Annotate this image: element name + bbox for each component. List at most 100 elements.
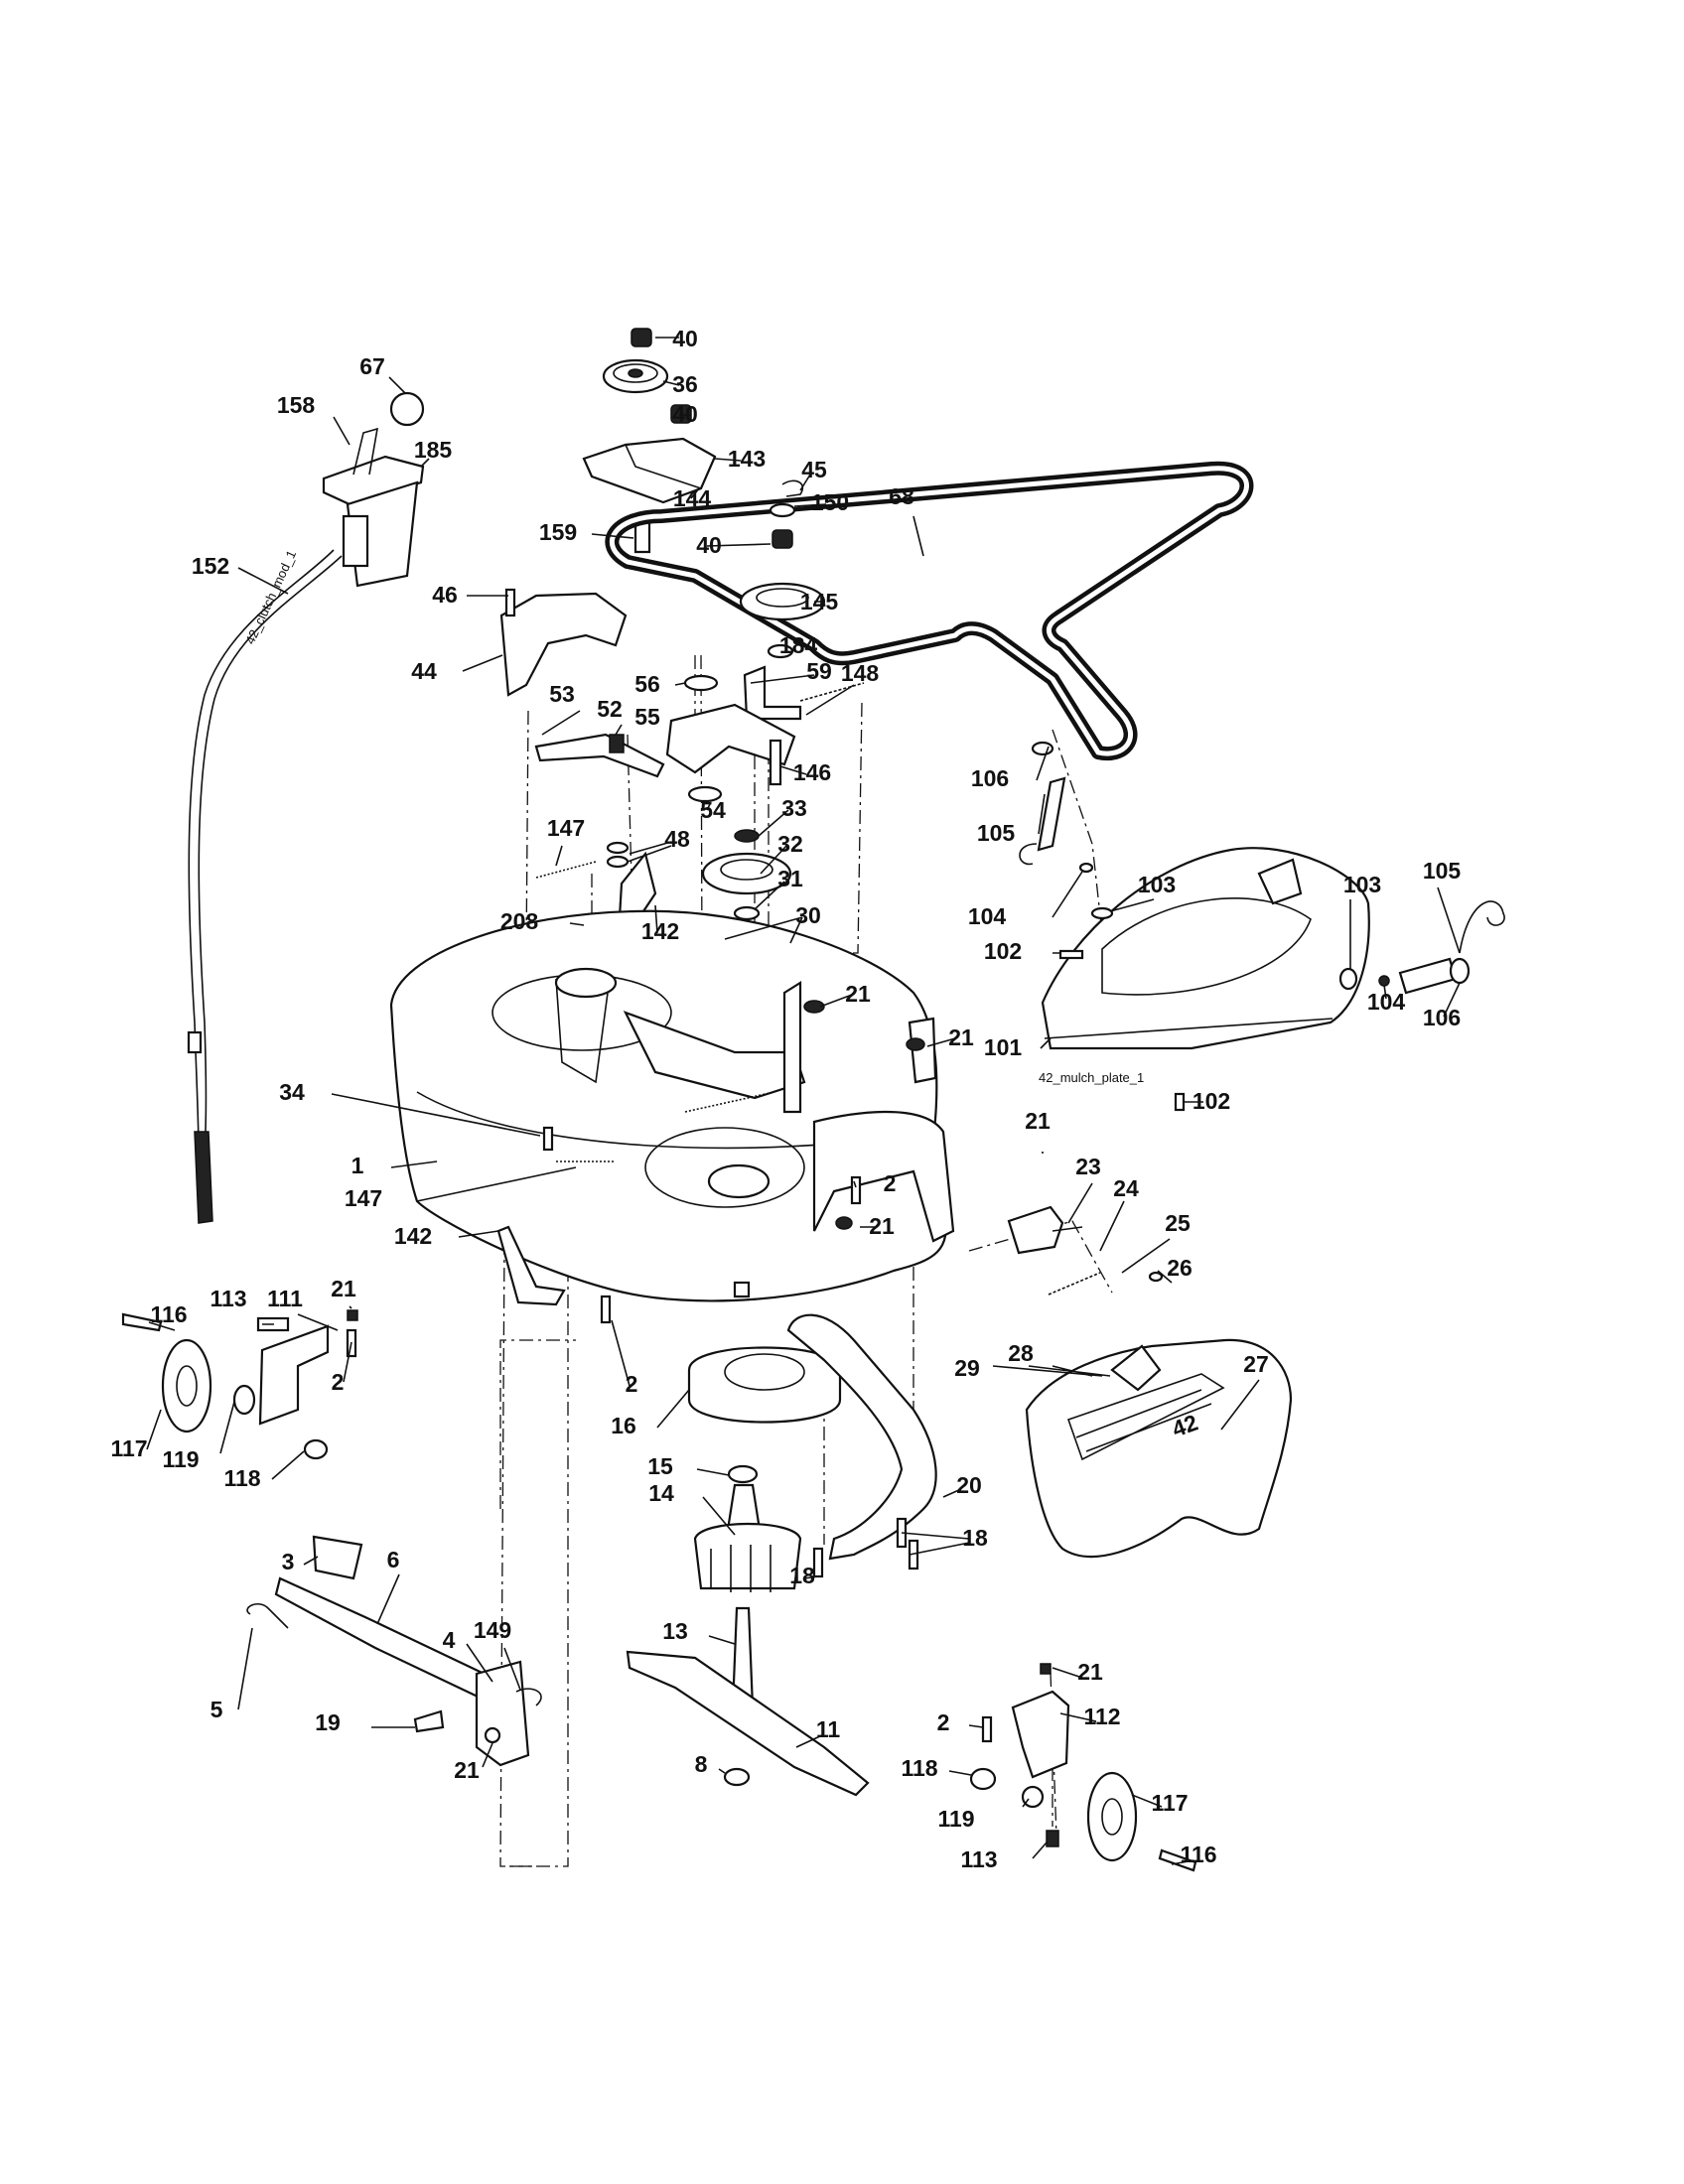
part-callout-105: 105 — [977, 820, 1016, 846]
part-callout-32: 32 — [777, 831, 803, 857]
part-callout-48: 48 — [664, 826, 690, 852]
idler-arm-assembly — [665, 665, 865, 803]
part-callout-103: 103 — [1343, 872, 1381, 897]
part-callout-119: 119 — [937, 1806, 974, 1832]
part-callout-2: 2 — [332, 1369, 345, 1395]
part-callout-68: 68 — [889, 483, 914, 509]
part-callout-101: 101 — [984, 1034, 1023, 1060]
part-callout-56: 56 — [634, 671, 660, 697]
part-callout-158: 158 — [277, 392, 316, 418]
part-callout-21: 21 — [948, 1024, 974, 1050]
part-callout-105: 105 — [1423, 858, 1462, 884]
part-callout-11: 11 — [816, 1716, 841, 1742]
part-callout-20: 20 — [956, 1472, 982, 1498]
part-callout-116: 116 — [150, 1301, 187, 1327]
part-callout-113: 113 — [210, 1286, 246, 1311]
part-callout-13: 13 — [662, 1618, 688, 1644]
part-code-label: 42_mulch_plate_1 — [1039, 1070, 1144, 1085]
part-callout-144: 144 — [673, 485, 712, 511]
part-callout-18: 18 — [789, 1563, 815, 1588]
part-callout-21: 21 — [454, 1757, 480, 1783]
part-callout-1: 1 — [351, 1153, 364, 1178]
part-callout-104: 104 — [1367, 989, 1406, 1015]
part-callout-25: 25 — [1165, 1210, 1191, 1236]
part-callout-2: 2 — [626, 1371, 638, 1397]
part-callout-16: 16 — [611, 1413, 636, 1438]
part-callout-45: 45 — [801, 457, 827, 482]
part-callout-5: 5 — [210, 1697, 223, 1722]
deck-small-parts — [496, 1000, 925, 1324]
part-callout-55: 55 — [634, 704, 660, 730]
mulch-plate-hardware — [1019, 741, 1505, 1112]
part-callout-2: 2 — [937, 1709, 950, 1735]
part-callout-118: 118 — [901, 1755, 937, 1781]
deck-arm-assembly — [534, 733, 665, 953]
part-callout-4: 4 — [443, 1627, 456, 1653]
right-gauge-wheel-assembly — [969, 1663, 1197, 1872]
part-callout-185: 185 — [414, 437, 453, 463]
part-callout-21: 21 — [1077, 1659, 1103, 1685]
left-gauge-wheel-assembly — [121, 1309, 358, 1460]
part-callout-208: 208 — [500, 908, 539, 934]
part-callout-21: 21 — [1025, 1108, 1051, 1134]
part-callout-6: 6 — [387, 1547, 400, 1572]
part-callout-112: 112 — [1083, 1704, 1120, 1729]
part-callout-2: 2 — [884, 1170, 897, 1196]
part-callout-21: 21 — [331, 1276, 356, 1301]
mower-deck — [389, 909, 955, 1302]
part-callout-46: 46 — [432, 582, 458, 608]
part-callout-102: 102 — [984, 938, 1022, 964]
part-callout-26: 26 — [1167, 1255, 1193, 1281]
part-callout-118: 118 — [223, 1465, 260, 1491]
part-callout-104: 104 — [968, 903, 1007, 929]
part-callout-28: 28 — [1008, 1340, 1034, 1366]
mulch-plate — [1041, 847, 1370, 1050]
part-callout-142: 142 — [394, 1223, 432, 1249]
part-callout-53: 53 — [549, 681, 575, 707]
part-callout-106: 106 — [971, 765, 1009, 791]
discharge-chute-assembly: 42 — [992, 1205, 1293, 1559]
part-callout-145: 145 — [800, 589, 839, 614]
part-callout-30: 30 — [795, 902, 821, 928]
part-callout-103: 103 — [1138, 872, 1176, 897]
leader-lines — [146, 337, 1461, 1865]
part-callout-40: 40 — [696, 532, 722, 558]
part-callout-52: 52 — [597, 696, 623, 722]
part-callout-21: 21 — [845, 981, 871, 1007]
part-callout-150: 150 — [811, 489, 849, 515]
part-callout-15: 15 — [647, 1453, 673, 1479]
part-callout-184: 184 — [779, 632, 818, 658]
part-callout-33: 33 — [781, 795, 807, 821]
part-callout-8: 8 — [695, 1751, 708, 1777]
part-callout-40: 40 — [672, 401, 698, 427]
part-callout-147: 147 — [547, 815, 585, 841]
part-callout-147: 147 — [345, 1185, 382, 1211]
drive-belt — [605, 461, 1254, 761]
center-pulley-stack — [739, 479, 826, 659]
part-callout-117: 117 — [1151, 1790, 1188, 1816]
part-callout-117: 117 — [110, 1435, 147, 1461]
part-callout-14: 14 — [648, 1480, 674, 1506]
part-callout-27: 27 — [1243, 1351, 1269, 1377]
part-callout-18: 18 — [962, 1525, 988, 1551]
part-callout-19: 19 — [315, 1709, 341, 1735]
part-callout-34: 34 — [279, 1079, 305, 1105]
front-linkage-assembly — [246, 1535, 542, 1767]
part-callout-146: 146 — [793, 759, 831, 785]
part-callout-142: 142 — [641, 918, 679, 944]
part-callout-143: 143 — [728, 446, 766, 472]
part-callout-3: 3 — [282, 1549, 295, 1574]
part-callout-111: 111 — [267, 1286, 303, 1311]
part-callout-44: 44 — [411, 658, 437, 684]
idler-pulley-assembly — [582, 328, 717, 554]
part-callout-29: 29 — [954, 1355, 980, 1381]
part-callout-148: 148 — [841, 660, 880, 686]
belt-guard — [499, 588, 628, 697]
part-callout-24: 24 — [1113, 1175, 1139, 1201]
part-callout-40: 40 — [672, 326, 698, 351]
part-callout-119: 119 — [162, 1446, 199, 1472]
part-callout-116: 116 — [1180, 1842, 1216, 1867]
part-callout-159: 159 — [539, 519, 577, 545]
part-callout-149: 149 — [474, 1617, 511, 1643]
